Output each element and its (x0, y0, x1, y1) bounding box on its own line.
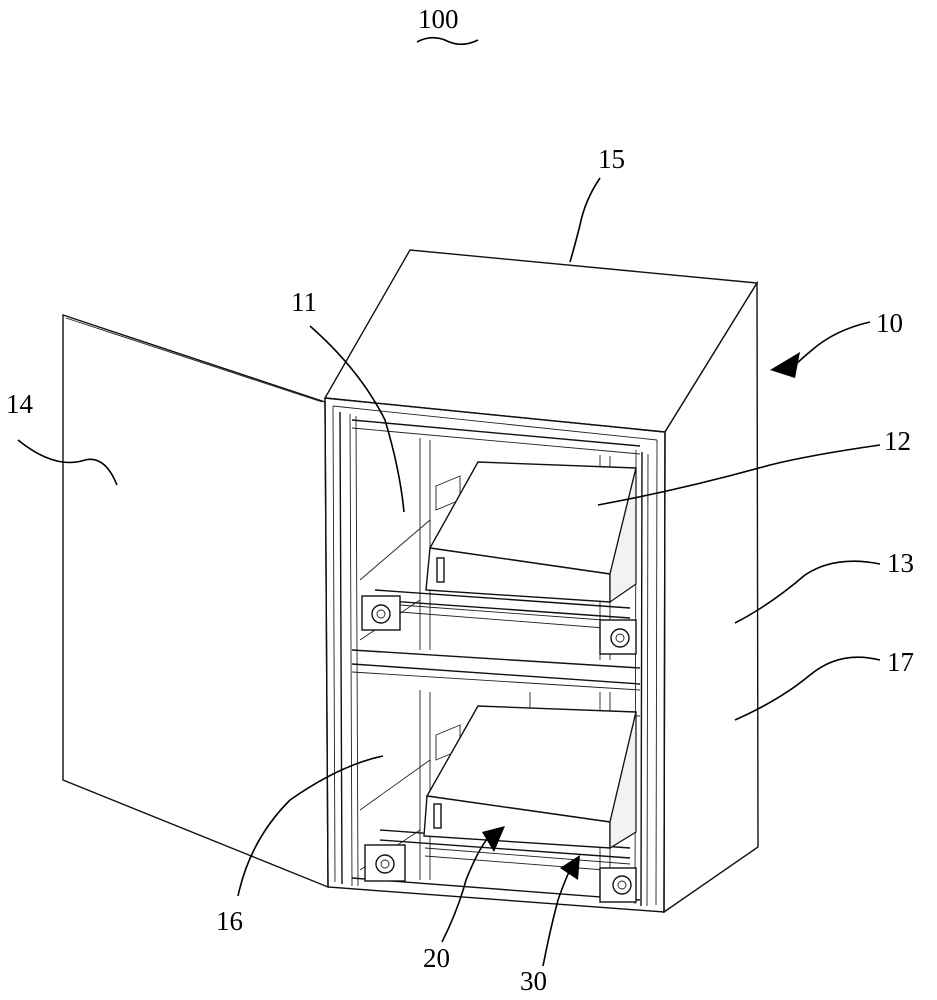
leader-16 (237, 755, 384, 897)
cabinet-body-10 (323, 249, 759, 914)
arrowhead-10 (770, 352, 800, 378)
leader-14 (17, 439, 118, 486)
leader-11 (309, 325, 405, 513)
leader-17 (734, 656, 881, 721)
ref-label-15: 15 (598, 144, 625, 174)
leader-30 (542, 869, 571, 967)
ref-label-17: 17 (887, 647, 914, 677)
assembly-underline (416, 36, 479, 46)
leader-10 (791, 321, 871, 369)
assembly-label: 100 (418, 4, 459, 34)
leader-13 (734, 560, 881, 624)
ref-label-16: 16 (216, 906, 243, 936)
ref-label-20: 20 (423, 943, 450, 973)
ref-label-30: 30 (520, 966, 547, 996)
leader-12 (597, 444, 881, 506)
lower-box-20 (423, 705, 637, 850)
ref-label-13: 13 (887, 548, 914, 578)
leader-20 (441, 837, 489, 943)
ref-label-14: 14 (6, 389, 34, 419)
upper-box-12 (425, 461, 637, 604)
arrowhead-30 (560, 855, 580, 880)
ref-label-11: 11 (291, 287, 317, 317)
upper-compartment-11 (359, 438, 637, 660)
arrowhead-20 (482, 826, 505, 852)
ref-label-12: 12 (884, 426, 911, 456)
leader-15 (569, 177, 601, 263)
lower-compartment-16 (359, 690, 641, 903)
ref-label-10: 10 (876, 308, 903, 338)
